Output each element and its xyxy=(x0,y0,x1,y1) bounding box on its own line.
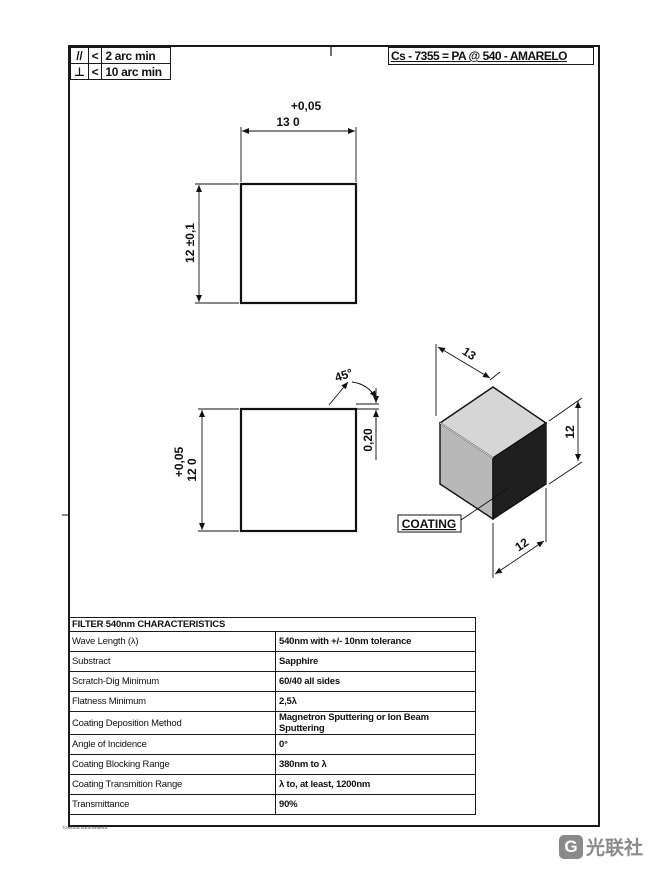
top-view: +0,05 13 0 12 ±0,1 xyxy=(183,99,358,305)
coating-leader xyxy=(460,486,511,521)
spec-value: λ to, at least, 1200nm xyxy=(275,774,476,795)
side-height-tolerance: +0,05 xyxy=(172,446,186,477)
chamfer-size: 0,20 xyxy=(361,428,375,452)
spec-value: Magnetron Sputtering or Ion Beam Sputter… xyxy=(275,711,476,735)
part-title: Cs - 7355 = PA @ 540 - AMARELO xyxy=(388,47,594,65)
spec-value: 90% xyxy=(275,794,476,815)
spec-row: Angle of Incidence 0° xyxy=(68,734,476,755)
spec-param: Coating Blocking Range xyxy=(68,754,276,775)
watermark-logo-icon: G xyxy=(558,834,583,859)
spec-row: Wave Length (λ) 540nm with +/- 10nm tole… xyxy=(68,631,476,652)
spec-param: Wave Length (λ) xyxy=(68,631,276,652)
tolerance-value: 10 arc min xyxy=(101,63,172,80)
spec-row: Flatness Minimum 2,5λ xyxy=(68,691,476,712)
spec-table: FILTER 540nm CHARACTERISTICS Wave Length… xyxy=(68,617,476,815)
spec-row: Coating Deposition Method Magnetron Sput… xyxy=(68,711,476,735)
spec-param: Flatness Minimum xyxy=(68,691,276,712)
iso-dim-top-line xyxy=(437,346,491,379)
spec-param: Coating Transmition Range xyxy=(68,774,276,795)
spec-value: 60/40 all sides xyxy=(275,671,476,692)
spec-param: Transmittance xyxy=(68,794,276,815)
tolerance-table: // < 2 arc min ⊥ < 10 arc min xyxy=(70,47,172,80)
tolerance-value: 2 arc min xyxy=(101,47,172,64)
angle-arc xyxy=(351,381,377,399)
spec-param: Coating Deposition Method xyxy=(68,711,276,735)
spec-value: 540nm with +/- 10nm tolerance xyxy=(275,631,476,652)
isometric-view: 13 12 12 COATING xyxy=(397,344,583,578)
spec-param: Scratch-Dig Minimum xyxy=(68,671,276,692)
spec-table-title: FILTER 540nm CHARACTERISTICS xyxy=(68,617,476,632)
spec-table-header: FILTER 540nm CHARACTERISTICS xyxy=(68,617,476,632)
spec-row: Coating Transmition Range λ to, at least… xyxy=(68,774,476,795)
spec-param: Angle of Incidence xyxy=(68,734,276,755)
coating-label: COATING xyxy=(402,517,456,531)
watermark-text: 光联社 xyxy=(585,838,643,859)
spec-value: 380nm to λ xyxy=(275,754,476,775)
side-view-outline xyxy=(239,407,358,533)
height-label: 12 ±0,1 xyxy=(183,223,197,263)
spec-value: Sapphire xyxy=(275,651,476,672)
spec-param: Substract xyxy=(68,651,276,672)
drawing-frame xyxy=(68,45,600,827)
watermark: G 光联社 xyxy=(558,833,643,860)
side-view: +0,05 12 0 0,20 45° xyxy=(172,366,379,533)
top-view-outline xyxy=(239,182,358,305)
perpendicularity-symbol: ⊥ xyxy=(70,63,89,80)
coating-label-box xyxy=(397,514,462,533)
iso-dim-right: 12 xyxy=(563,425,577,439)
chamfer-angle: 45° xyxy=(333,366,355,385)
footer-note: TOMOGA ENGENHARIA xyxy=(62,825,108,830)
width-tolerance: +0,05 xyxy=(291,99,322,113)
iso-dim-top: 13 xyxy=(460,344,479,363)
spec-row: Transmittance 90% xyxy=(68,794,476,815)
spec-row: Substract Sapphire xyxy=(68,651,476,672)
side-height-value: 12 0 xyxy=(185,458,199,482)
tolerance-row-parallelism: // < 2 arc min xyxy=(70,47,172,64)
spec-row: Coating Blocking Range 380nm to λ xyxy=(68,754,476,775)
spec-value: 0° xyxy=(275,734,476,755)
spec-value: 2,5λ xyxy=(275,691,476,712)
tolerance-row-perpendicularity: ⊥ < 10 arc min xyxy=(70,63,172,80)
iso-dim-bottom-line xyxy=(494,540,545,575)
width-value: 13 0 xyxy=(276,115,300,129)
spec-row: Scratch-Dig Minimum 60/40 all sides xyxy=(68,671,476,692)
